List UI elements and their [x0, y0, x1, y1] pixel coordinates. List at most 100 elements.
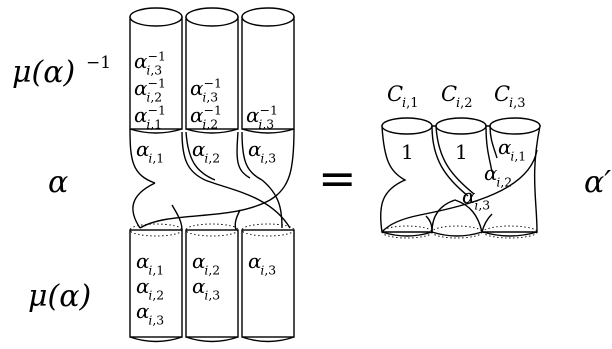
right-alpha-3-subscript: i,3 — [474, 197, 490, 212]
mu-alpha-1-1-subscript: i,1 — [148, 262, 164, 277]
mu-alpha-3-1: αi,3 — [248, 249, 276, 277]
column-name-2-subscript: i,2 — [456, 96, 473, 111]
inverse-alpha-1-3-subscript: i,1 — [146, 116, 162, 131]
band-alpha-2: αi,2 — [192, 137, 220, 165]
mu-alpha-2-1-symbol: α — [192, 249, 206, 273]
braid-left-edge — [129, 128, 156, 184]
mu-alpha-1-1-symbol: α — [136, 249, 150, 273]
braid-strand-b — [185, 131, 216, 181]
mu-alpha-2-1-subscript: i,2 — [204, 262, 220, 277]
row-labels: μ(α) −1 α μ(α) = α′ — [12, 53, 611, 314]
band-alpha-1: αi,1 — [136, 137, 164, 165]
mu-inverse-exponent: −1 — [86, 53, 111, 73]
mu-alpha-3-1-subscript: i,3 — [260, 262, 276, 277]
upper-rim-1 — [129, 7, 183, 27]
inverse-alpha-2-1-superscript: −1 — [204, 75, 222, 90]
lower-dotted-rim-3 — [241, 223, 295, 237]
upper-rim-2 — [185, 7, 239, 27]
lower-tube-1 — [129, 229, 183, 338]
mu-alpha-1-2-symbol: α — [136, 274, 150, 298]
right-alpha-1-symbol: α — [498, 135, 512, 159]
braid-cross-a — [171, 204, 183, 231]
right-notch-2 — [481, 213, 493, 233]
lower-dotted-rim-2 — [185, 223, 239, 237]
column-name-2-base: C — [441, 82, 457, 106]
braid-sweep-mid — [204, 179, 291, 229]
inverse-alpha-2-2: αi,2−1 — [190, 102, 222, 131]
band-alpha-2-subscript: i,2 — [204, 150, 220, 165]
mu-alpha-1-3-symbol: α — [136, 299, 150, 323]
braid-sweep-right — [261, 179, 283, 229]
band-alpha-3: αi,3 — [248, 137, 276, 165]
column-name-2: Ci,2 — [441, 82, 473, 111]
lower-bottom-2 — [185, 336, 239, 343]
right-alpha-1: αi,1 — [498, 135, 526, 163]
mu-inverse-label: μ(α) — [12, 55, 75, 90]
braid-sweep-top — [139, 128, 295, 229]
mu-alpha-2-2-symbol: α — [192, 274, 206, 298]
right-bottom-3 — [482, 231, 538, 237]
right-bottom-1 — [381, 231, 433, 237]
braid-sweep-left — [132, 182, 156, 229]
column-name-3-subscript: i,3 — [509, 96, 526, 111]
inverse-alpha-2-1: αi,3−1 — [190, 75, 222, 104]
upper-seam-2 — [185, 128, 239, 134]
band-alpha-3-subscript: i,3 — [260, 150, 276, 165]
inverse-alpha-1-1-superscript: −1 — [148, 48, 166, 63]
lower-tube-3 — [241, 229, 295, 338]
right-rim-2 — [435, 117, 487, 135]
upper-tube-2 — [185, 16, 239, 130]
inverse-alpha-1-3-symbol: α — [134, 103, 148, 127]
inverse-alpha-1-1-subscript: i,3 — [146, 62, 162, 77]
alpha-prime-label: α′ — [584, 165, 611, 200]
equals-sign: = — [318, 151, 357, 205]
mu-alpha-2-1: αi,2 — [192, 249, 220, 277]
alpha-label: α — [48, 165, 68, 200]
band-alpha-2-symbol: α — [192, 137, 206, 161]
braid-strand-a — [181, 131, 206, 181]
right-alpha-1-subscript: i,1 — [510, 148, 526, 163]
upper-tubes — [129, 7, 295, 134]
right-rim-1 — [381, 117, 433, 135]
right-rim-3 — [489, 117, 541, 135]
right-alpha-2-symbol: α — [484, 161, 498, 185]
lower-bottom-3 — [241, 336, 295, 343]
inverse-alpha-2-2-symbol: α — [190, 103, 204, 127]
braid-section — [129, 128, 295, 231]
right-alpha-2-subscript: i,2 — [496, 174, 512, 189]
inverse-alpha-1-3: αi,1−1 — [134, 102, 166, 131]
upper-rim-3 — [241, 7, 295, 27]
inverse-alpha-2-1-symbol: α — [190, 76, 204, 100]
mu-alpha-2-2: αi,3 — [192, 274, 220, 302]
column-name-1-base: C — [387, 82, 403, 106]
lower-dotted-rim-1 — [129, 223, 183, 237]
inverse-alpha-1-1: αi,3−1 — [134, 48, 166, 77]
right-bottom-2 — [431, 231, 483, 237]
band-alpha-3-symbol: α — [248, 137, 262, 161]
right-alpha-3: αi,3 — [462, 184, 490, 212]
upper-seam-1 — [129, 128, 183, 134]
inverse-alpha-1-2-symbol: α — [134, 76, 148, 100]
lower-tubes — [129, 223, 295, 343]
right-notch-1 — [425, 215, 433, 233]
inverse-alpha-1-2: αi,2−1 — [134, 75, 166, 104]
braid-strand-c — [236, 131, 251, 179]
column-name-3: Ci,3 — [494, 82, 526, 111]
column-name-1-subscript: i,1 — [402, 96, 419, 111]
upper-tube-1 — [129, 16, 183, 130]
mu-alpha-1-2: αi,2 — [136, 274, 164, 302]
trivial-label-2: 1 — [455, 140, 468, 164]
band-alpha-1-subscript: i,1 — [148, 150, 164, 165]
inverse-alpha-1-2-superscript: −1 — [148, 75, 166, 90]
inverse-alpha-1-1-symbol: α — [134, 49, 148, 73]
mu-alpha-1-2-subscript: i,2 — [148, 287, 164, 302]
right-sweep — [381, 149, 538, 233]
right-alpha-2: αi,2 — [484, 161, 512, 189]
lower-tube-2 — [185, 229, 239, 338]
lower-bottom-1 — [129, 336, 183, 343]
braid-cross-b — [234, 209, 241, 231]
